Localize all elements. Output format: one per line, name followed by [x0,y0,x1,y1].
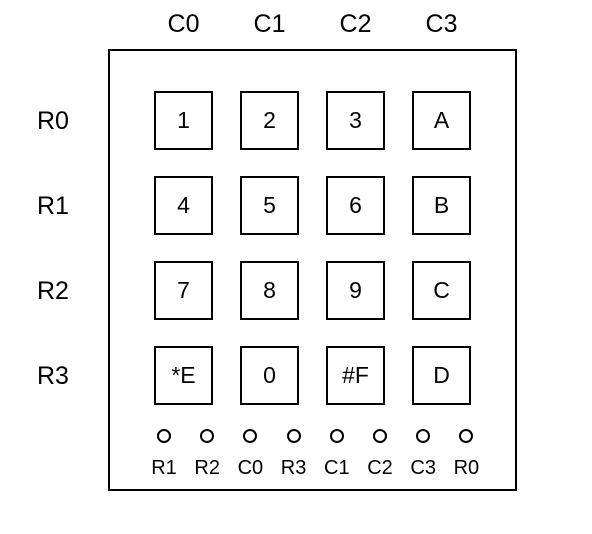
key-button[interactable]: 6 [326,176,385,235]
connector-pin [416,429,431,443]
column-label: C1 [253,10,286,38]
key-button[interactable]: 3 [326,91,385,150]
pin-label: R1 [151,457,177,479]
key-button[interactable]: 8 [240,261,299,320]
connector-pin [200,429,215,443]
key-button[interactable]: 5 [240,176,299,235]
pin-label: R3 [280,457,307,479]
key-button[interactable]: 0 [240,346,299,405]
column-label: C2 [339,10,372,38]
connector-pin [286,429,301,443]
connector-pin [243,429,258,443]
key-button[interactable]: *E [154,346,213,405]
row-label: R1 [37,191,69,220]
keypad-frame [108,49,517,491]
column-label: C3 [425,10,458,38]
pin-label: C3 [410,457,436,479]
pin-label: R2 [194,457,220,479]
key-button[interactable]: A [412,91,471,150]
row-label: R0 [37,106,69,135]
key-button[interactable]: 4 [154,176,213,235]
connector-pin [329,429,344,443]
pin-label: C1 [324,457,350,479]
key-button[interactable]: #F [326,346,385,405]
pin-label: C0 [237,457,264,479]
key-button[interactable]: B [412,176,471,235]
row-label: R3 [37,361,69,390]
key-button[interactable]: 7 [154,261,213,320]
column-label: C0 [167,10,200,38]
key-button[interactable]: 9 [326,261,385,320]
row-label: R2 [37,276,69,305]
key-button[interactable]: C [412,261,471,320]
connector-pin [373,429,387,443]
connector-pin [157,429,171,443]
key-button[interactable]: D [412,346,471,405]
key-button[interactable]: 1 [154,91,213,150]
key-button[interactable]: 2 [240,91,299,150]
pin-label: R0 [453,457,480,479]
connector-pin [459,429,474,443]
pin-label: C2 [367,457,393,479]
